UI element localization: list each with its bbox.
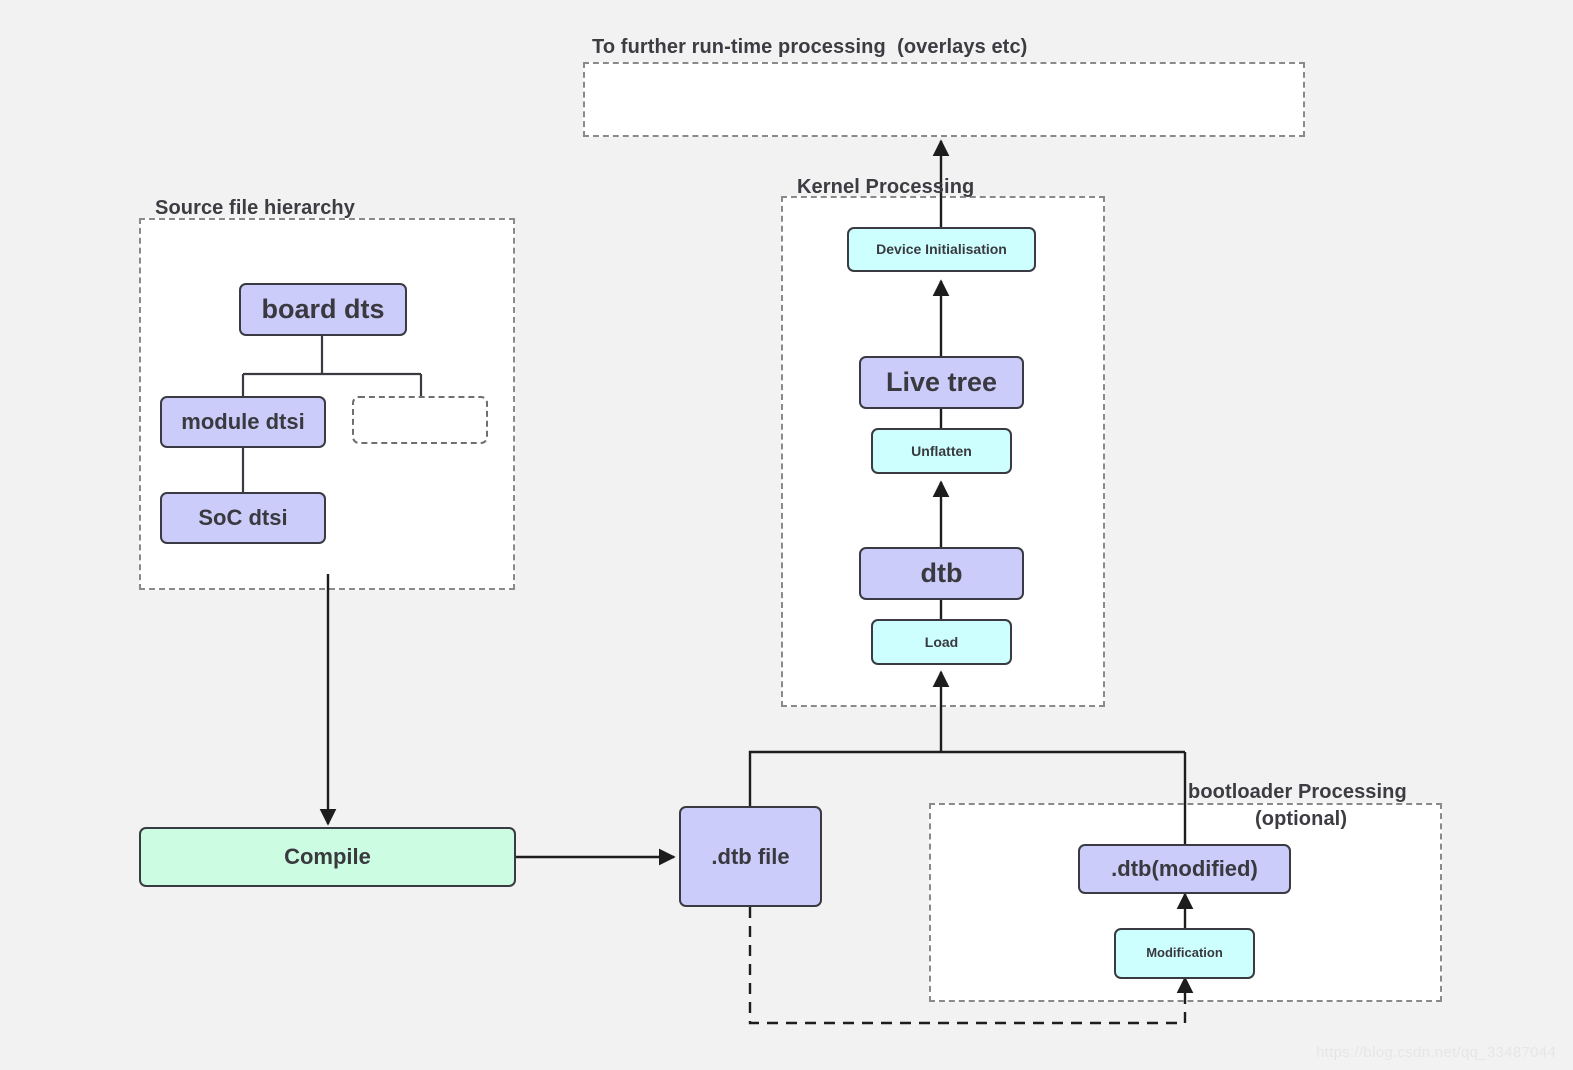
node-dtb-file-label: .dtb file: [711, 843, 790, 869]
group-kernel-processing-label: Kernel Processing: [797, 176, 975, 198]
node-device-initialisation[interactable]: Device Initialisation: [847, 227, 1036, 272]
node-compile[interactable]: Compile: [139, 827, 516, 887]
node-live-tree[interactable]: Live tree: [859, 356, 1024, 409]
watermark: https://blog.csdn.net/qq_33487044: [1316, 1044, 1557, 1061]
node-unflatten[interactable]: Unflatten: [871, 428, 1012, 474]
node-device-initialisation-label: Device Initialisation: [876, 241, 1007, 258]
node-live-tree-label: Live tree: [885, 366, 998, 397]
node-board-dts[interactable]: board dts: [239, 283, 407, 336]
node-compile-label: Compile: [284, 844, 371, 870]
node-module-dtsi-label: module dtsi: [181, 409, 305, 435]
node-modification[interactable]: Modification: [1114, 928, 1255, 979]
group-source-file-hierarchy-label: Source file hierarchy: [155, 197, 355, 219]
group-bootloader-processing-label-line1: bootloader Processing: [1188, 781, 1407, 803]
node-board-dts-label: board dts: [261, 293, 385, 324]
node-soc-dtsi-label: SoC dtsi: [198, 505, 288, 531]
group-runtime-processing: [583, 62, 1305, 137]
node-soc-dtsi[interactable]: SoC dtsi: [160, 492, 326, 544]
group-runtime-processing-label: To further run-time processing (overlays…: [592, 36, 1028, 58]
group-bootloader-processing-label-line2: (optional): [1255, 808, 1348, 830]
node-dtb-modified[interactable]: .dtb(modified): [1078, 844, 1291, 894]
node-unflatten-label: Unflatten: [911, 442, 972, 459]
node-placeholder-dashed[interactable]: [352, 396, 488, 444]
node-modification-label: Modification: [1146, 945, 1223, 961]
node-dtb-label: dtb: [920, 557, 963, 588]
node-load-label: Load: [924, 633, 959, 650]
node-dtb-file[interactable]: .dtb file: [679, 806, 822, 907]
edge-dtb-file-to-bus: [748, 750, 1185, 806]
node-load[interactable]: Load: [871, 619, 1012, 665]
node-module-dtsi[interactable]: module dtsi: [160, 396, 326, 448]
node-dtb-modified-label: .dtb(modified): [1111, 856, 1258, 882]
node-dtb[interactable]: dtb: [859, 547, 1024, 600]
